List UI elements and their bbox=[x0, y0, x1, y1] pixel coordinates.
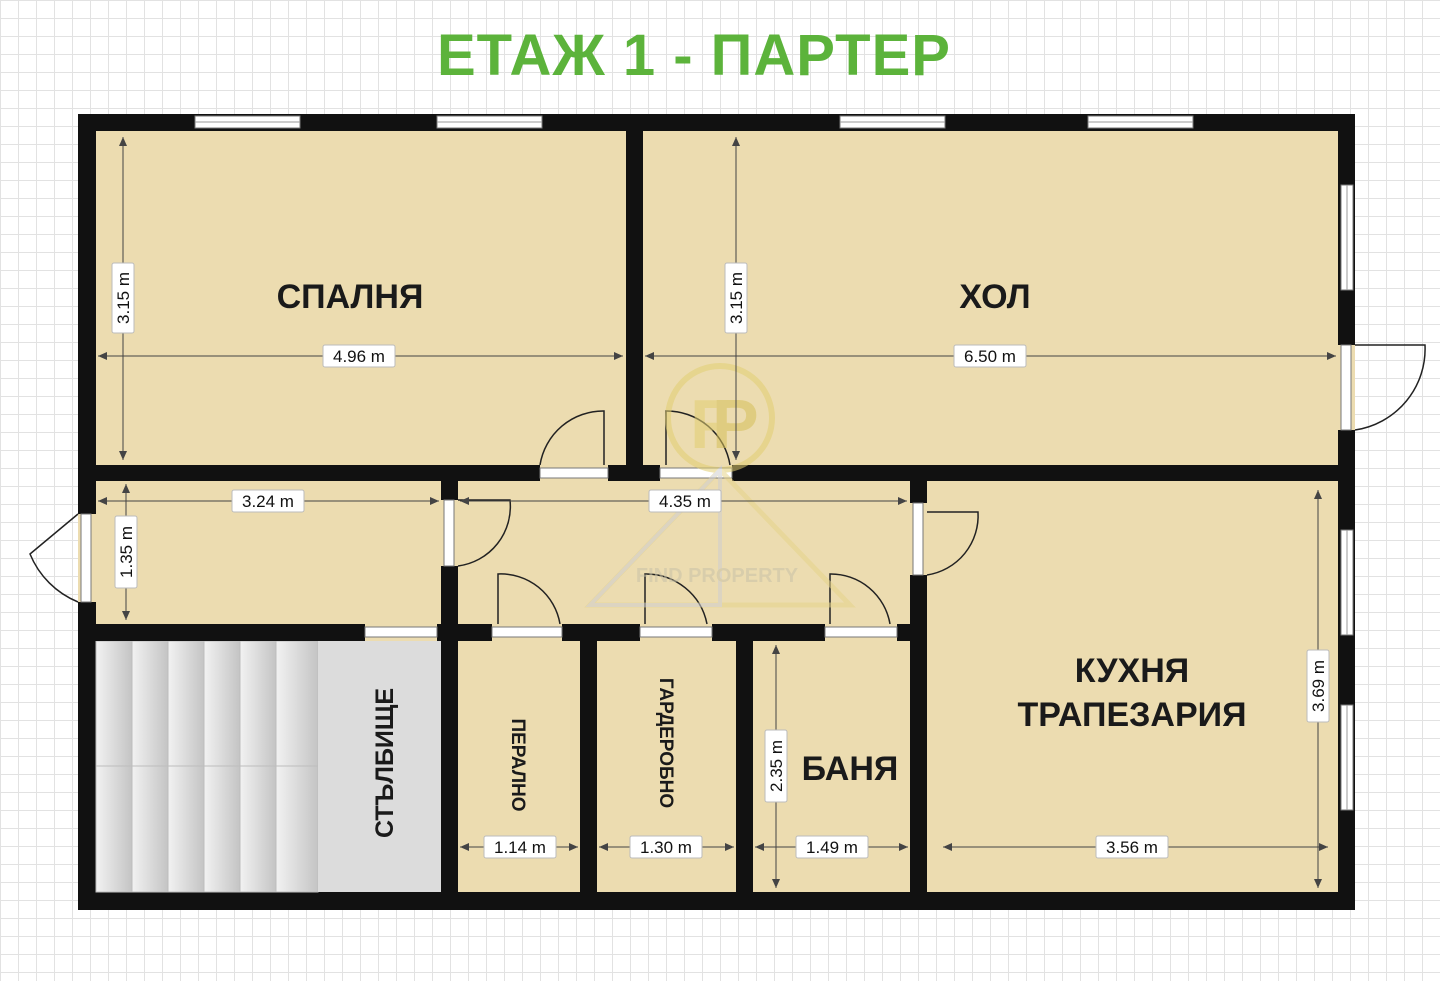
dim-bathroom-width: 1.49 m bbox=[806, 838, 858, 857]
dim-kitchen-height: 3.69 m bbox=[1309, 660, 1328, 712]
room-label-stairs: СТЪЛБИЩЕ bbox=[371, 688, 399, 838]
watermark-logo: F P FIND PROPERTY bbox=[584, 363, 856, 608]
room-label-kitchen-line2: ТРАПЕЗАРИЯ bbox=[1017, 696, 1246, 734]
watermark-text: FIND PROPERTY bbox=[636, 565, 799, 587]
svg-text:P: P bbox=[712, 385, 759, 463]
dim-corridor-width: 4.35 m bbox=[659, 492, 711, 511]
dim-bedroom-width: 4.96 m bbox=[333, 347, 385, 366]
door-swings bbox=[29, 344, 1426, 625]
room-label-bathroom: БАНЯ bbox=[802, 750, 899, 788]
dim-entry-height: 1.35 m bbox=[117, 526, 136, 578]
dim-hall-width: 6.50 m bbox=[964, 347, 1016, 366]
bedroom-floor bbox=[96, 131, 626, 465]
dim-wardrobe-width: 1.30 m bbox=[640, 838, 692, 857]
dimension-arrows bbox=[98, 137, 1336, 888]
dim-laundry-width: 1.14 m bbox=[494, 838, 546, 857]
wall-kitchen-left bbox=[910, 465, 927, 910]
wall-stairs-right bbox=[441, 465, 458, 910]
room-label-wardrobe: ГАРДЕРОБНО bbox=[655, 678, 676, 808]
dim-hall-height: 3.15 m bbox=[727, 272, 746, 324]
dim-bedroom-height: 3.15 m bbox=[114, 272, 133, 324]
kitchen-floor bbox=[927, 481, 1338, 892]
svg-text:F: F bbox=[690, 385, 733, 463]
room-label-hall: ХОЛ bbox=[959, 278, 1030, 316]
wall-wardrobe-right bbox=[736, 624, 753, 910]
dim-bathroom-height: 2.35 m bbox=[767, 740, 786, 792]
room-label-laundry: ПЕРАЛНО bbox=[507, 718, 528, 811]
dim-kitchen-width: 3.56 m bbox=[1106, 838, 1158, 857]
room-label-kitchen-line1: КУХНЯ bbox=[1075, 652, 1189, 690]
plan-title: ЕТАЖ 1 - ПАРТЕР bbox=[437, 23, 951, 88]
dim-entry-width: 3.24 m bbox=[242, 492, 294, 511]
wall-bedroom-hall bbox=[626, 114, 643, 481]
hall-floor bbox=[643, 131, 1338, 465]
wall-laundry-right bbox=[580, 624, 597, 910]
stairs-area bbox=[95, 640, 441, 893]
room-label-bedroom: СПАЛНЯ bbox=[277, 278, 424, 316]
